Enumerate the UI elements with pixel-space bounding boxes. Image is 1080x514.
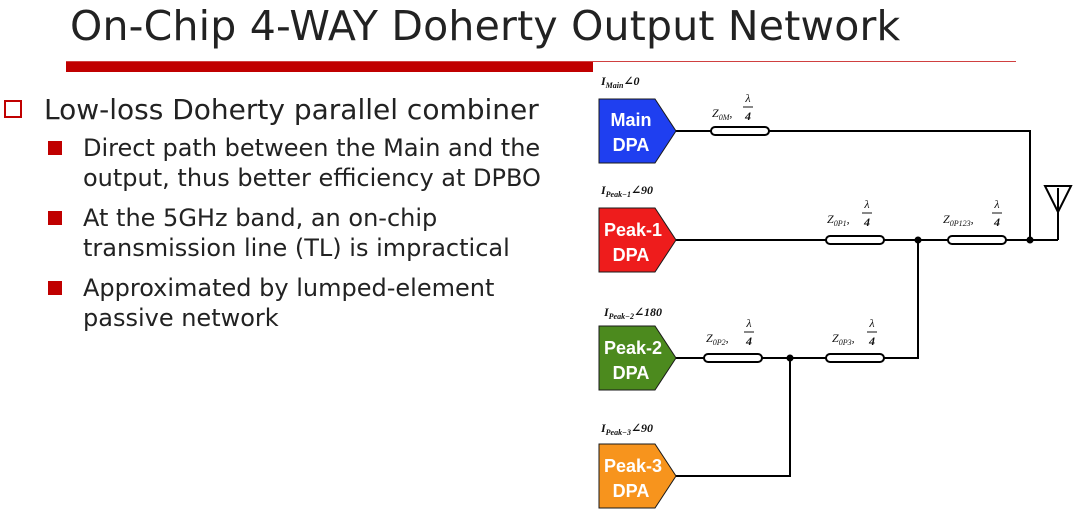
junction-dot <box>1026 236 1034 244</box>
bullet-main: Low-loss Doherty parallel combiner <box>0 92 590 127</box>
amp-peak1: IPeak−1∠90 Peak-1 DPA <box>598 183 677 273</box>
antenna-icon <box>1043 185 1073 215</box>
sub-bullet-text: Approximated by lumped-element passive n… <box>83 274 495 332</box>
peak1-dpa-label-1: Peak-1 <box>604 220 662 240</box>
tl-wavelength: λ <box>993 197 999 211</box>
peak2-dpa-label-1: Peak-2 <box>604 338 662 358</box>
tl-z0p3: Z0P3, λ 4 <box>825 316 885 363</box>
tl-z0p2: Z0P2, λ 4 <box>703 316 763 363</box>
tl-z0p123: Z0P123, λ 4 <box>943 197 1007 245</box>
tl-denominator: 4 <box>868 334 875 348</box>
transmission-line-icon <box>710 126 770 136</box>
peak2-current-label: IPeak−2∠180 <box>603 305 662 321</box>
tl-denominator: 4 <box>745 334 752 348</box>
peak3-dpa-label-2: DPA <box>613 481 650 501</box>
junction-dot <box>786 354 794 362</box>
tl-label: Z0P123, <box>943 212 974 228</box>
peak1-dpa-label-2: DPA <box>613 245 650 265</box>
sub-bullet-text: At the 5GHz band, an on-chip transmissio… <box>83 204 510 262</box>
peak3-dpa-block <box>598 443 677 509</box>
bullet-list: Low-loss Doherty parallel combiner Direc… <box>0 92 590 333</box>
filled-square-bullet-icon <box>48 141 62 155</box>
tl-wavelength: λ <box>745 316 751 330</box>
tl-wavelength: λ <box>868 316 874 330</box>
main-dpa-label-2: DPA <box>613 135 650 155</box>
tl-z0m: Z0M, λ 4 <box>710 91 770 136</box>
peak3-dpa-label-1: Peak-3 <box>604 456 662 476</box>
amp-peak3: IPeak−3∠90 Peak-3 DPA <box>598 421 677 509</box>
main-current-label: IMain∠0 <box>600 74 640 90</box>
title-rule-accent <box>66 62 593 72</box>
peak1-current-label: IPeak−1∠90 <box>600 183 653 199</box>
main-path-wire <box>676 130 1031 240</box>
bullet-main-text: Low-loss Doherty parallel combiner <box>44 93 539 126</box>
transmission-line-icon <box>825 235 885 245</box>
sub-bullet: Direct path between the Main and the out… <box>0 133 590 193</box>
wires <box>676 130 1073 477</box>
peak3-path-wire <box>676 358 791 477</box>
peak2-dpa-block <box>598 325 677 391</box>
transmission-line-icon <box>703 353 763 363</box>
tl-z0p1: Z0P1, λ 4 <box>825 197 885 245</box>
peak3-current-label: IPeak−3∠90 <box>600 421 653 437</box>
tl-wavelength: λ <box>744 91 750 105</box>
slide-title: On-Chip 4-WAY Doherty Output Network <box>70 2 901 50</box>
hollow-square-bullet-icon <box>4 100 22 118</box>
junction-dots <box>786 236 1034 362</box>
peak1-dpa-block <box>598 207 677 273</box>
amp-main: IMain∠0 Main DPA <box>598 74 677 164</box>
filled-square-bullet-icon <box>48 281 62 295</box>
tl-denominator: 4 <box>744 109 751 123</box>
tl-label: Z0M, <box>712 106 732 122</box>
peak2-dpa-label-2: DPA <box>613 363 650 383</box>
sub-bullet: Approximated by lumped-element passive n… <box>0 273 590 333</box>
main-dpa-block <box>598 98 677 164</box>
transmission-line-icon <box>947 235 1007 245</box>
tl-label: Z0P1, <box>827 212 850 228</box>
tl-label: Z0P2, <box>706 331 729 347</box>
tl-denominator: 4 <box>863 215 870 229</box>
sub-bullet-text: Direct path between the Main and the out… <box>83 134 541 192</box>
main-dpa-label-1: Main <box>610 110 651 130</box>
tl-label: Z0P3, <box>832 331 855 347</box>
tl-denominator: 4 <box>993 215 1000 229</box>
sub-bullet: At the 5GHz band, an on-chip transmissio… <box>0 203 590 263</box>
title-rule-thin <box>66 61 1016 62</box>
filled-square-bullet-icon <box>48 211 62 225</box>
transmission-line-icon <box>825 353 885 363</box>
tl-wavelength: λ <box>863 197 869 211</box>
junction-dot <box>914 236 922 244</box>
amp-peak2: IPeak−2∠180 Peak-2 DPA <box>598 305 677 391</box>
